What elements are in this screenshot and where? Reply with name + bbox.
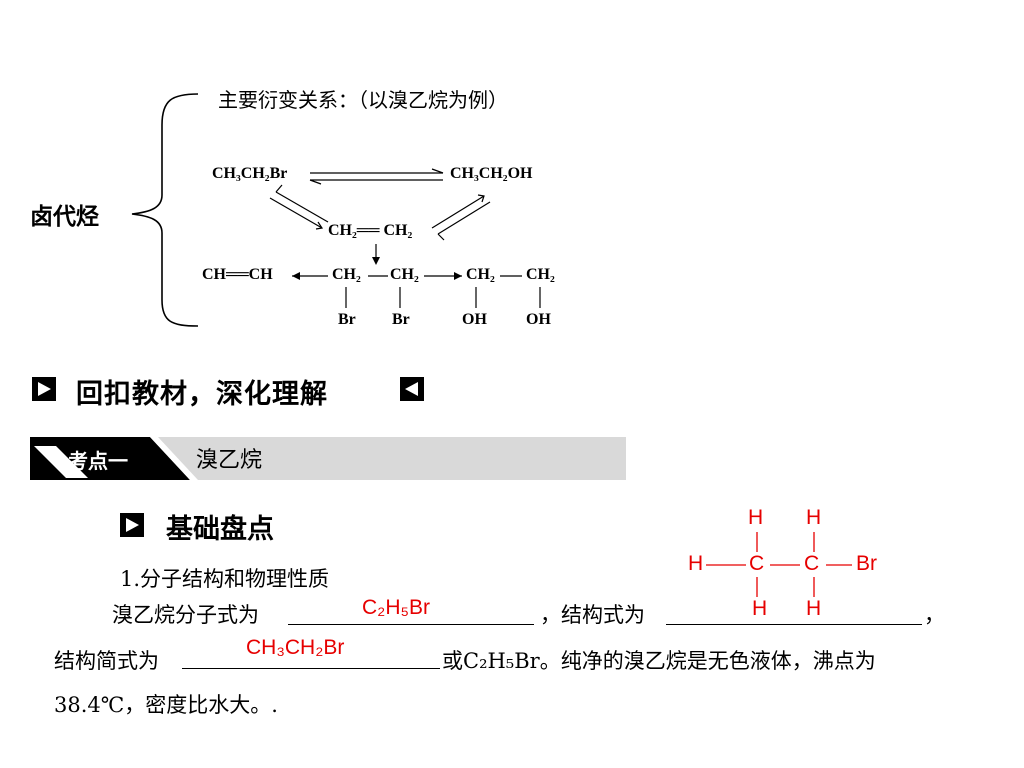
ethanediol-ch2-a: CH₂ xyxy=(466,266,495,283)
br-substituent-a: Br xyxy=(338,311,356,328)
struct-atom-h-top-2: H xyxy=(806,506,822,529)
haloalkane-label: 卤代烃 xyxy=(30,204,99,230)
br-substituent-b: Br xyxy=(392,311,410,328)
oh-substituent-a: OH xyxy=(462,311,487,328)
acetylene-node: CH══CH xyxy=(202,266,273,283)
struct-atom-h-left: H xyxy=(688,552,704,575)
tab-label: 考点一 xyxy=(68,449,128,473)
struct-atom-h-top-1: H xyxy=(748,506,764,529)
ethanediol-ch2-b: CH₂ xyxy=(526,266,555,283)
play-right-icon xyxy=(32,377,56,401)
tab-title: 溴乙烷 xyxy=(196,448,263,473)
item-heading: 1.分子结构和物理性质 xyxy=(120,567,330,591)
line2-prefix: 结构简式为 xyxy=(54,649,159,673)
basics-play-icon xyxy=(120,513,144,537)
play-left-icon xyxy=(400,377,424,401)
line1-mid: ，结构式为 xyxy=(540,603,645,627)
answer-blank-structure xyxy=(666,624,922,625)
line1-end: ， xyxy=(924,603,945,627)
ethanol-node: CH₃CH₂OH xyxy=(450,165,533,182)
curly-brace xyxy=(131,93,199,327)
struct-atom-h-bottom-1: H xyxy=(752,597,768,620)
answer-molecular-formula: C₂H₅Br xyxy=(362,596,430,619)
answer-condensed-formula: CH₃CH₂Br xyxy=(246,636,345,659)
answer-blank-condensed xyxy=(182,668,440,669)
struct-atom-br: Br xyxy=(856,552,877,575)
answer-blank-formula xyxy=(288,624,534,625)
ethylene-node: CH₂══ CH₂ xyxy=(328,222,413,239)
struct-atom-c-2: C xyxy=(804,552,820,575)
oh-substituent-b: OH xyxy=(526,311,551,328)
struct-atom-c-1: C xyxy=(749,552,765,575)
subsection-title: 基础盘点 xyxy=(166,514,274,545)
diagram-heading: 主要衍变关系：（以溴乙烷为例） xyxy=(218,88,508,112)
dibromoethane-ch2-a: CH₂ xyxy=(332,266,361,283)
section-title: 回扣教材，深化理解 xyxy=(76,379,328,410)
line1-prefix: 溴乙烷分子式为 xyxy=(112,603,259,627)
dibromoethane-ch2-b: CH₂ xyxy=(390,266,419,283)
bromoethane-node: CH₃CH₂Br xyxy=(212,165,288,182)
struct-atom-h-bottom-2: H xyxy=(806,597,822,620)
line3: 38.4℃，密度比水大。. xyxy=(54,693,278,717)
line2-alt: 或C₂H₅Br。纯净的溴乙烷是无色液体，沸点为 xyxy=(442,649,876,673)
